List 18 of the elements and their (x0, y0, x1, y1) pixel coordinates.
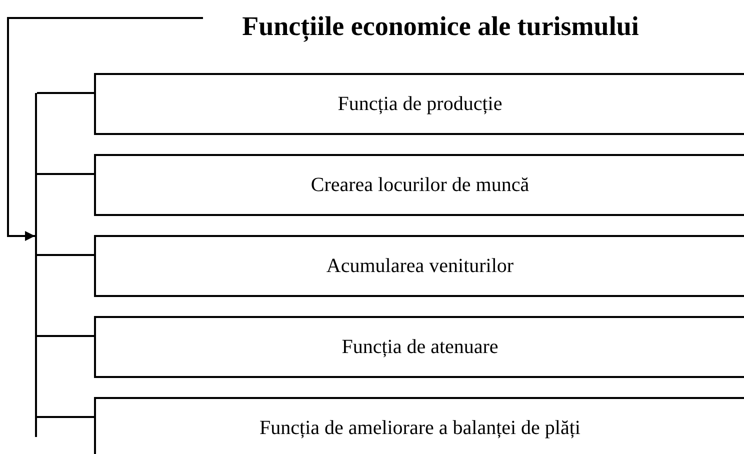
arrow (7, 17, 203, 241)
connector-line (37, 254, 94, 256)
function-box (94, 316, 744, 378)
box-label: Funcția de atenuare (342, 336, 498, 358)
bus-line (35, 93, 37, 437)
connector-line (37, 335, 94, 337)
function-box (94, 154, 744, 216)
box-label: Acumularea veniturilor (326, 254, 514, 278)
box-label: Funcția de ameliorare a balanței de plăți (260, 416, 580, 440)
function-box (94, 73, 744, 135)
connector-line (37, 173, 94, 175)
function-box (94, 235, 744, 297)
function-box (94, 397, 744, 454)
connector-line (37, 92, 94, 94)
diagram-title: Funcțiile economice ale turismului (203, 10, 678, 42)
connector-line (37, 416, 94, 418)
box-label: Crearea locurilor de muncă (310, 174, 530, 196)
box-label: Funcția de producție (338, 92, 502, 116)
